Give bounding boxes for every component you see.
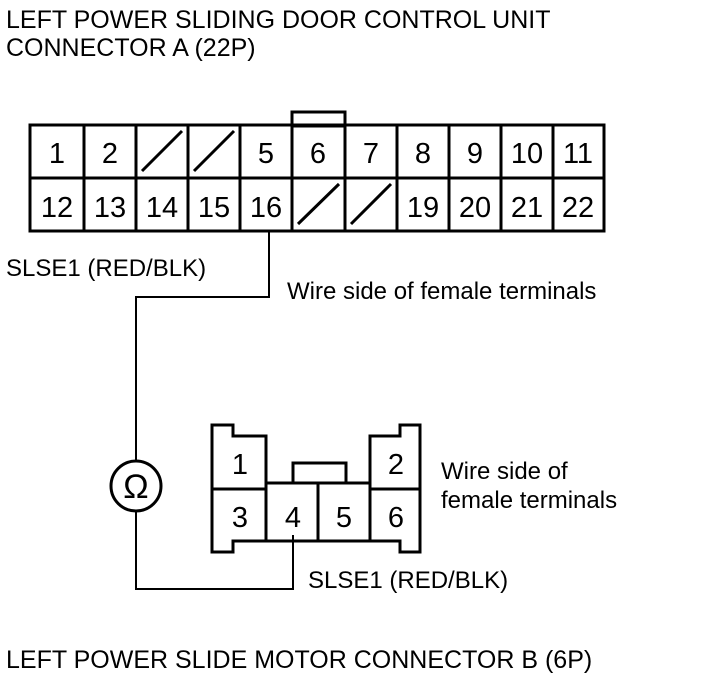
pin-21: 21	[511, 192, 543, 224]
pin-11: 11	[563, 138, 593, 170]
pin-14: 14	[146, 192, 178, 224]
connector-b-pin-4: 4	[285, 502, 301, 534]
pin-13: 13	[94, 192, 126, 224]
connector-b-probe-label: SLSE1 (RED/BLK)	[308, 567, 508, 594]
connector-a-side-label: Wire side of female terminals	[287, 278, 596, 305]
pin-2: 2	[102, 138, 118, 170]
connector-a-probe-label: SLSE1 (RED/BLK)	[6, 255, 206, 282]
connector-b-pin-1: 1	[232, 449, 248, 481]
pin-22: 22	[562, 192, 594, 224]
pin-10: 10	[511, 138, 543, 170]
ohm-symbol: Ω	[123, 468, 148, 506]
connector-b-pin-6: 6	[388, 502, 404, 534]
pin-16: 16	[250, 192, 282, 224]
pin-6: 6	[310, 138, 326, 170]
connector-b-pin-2: 2	[388, 449, 404, 481]
connector-b-side-label-line2: female terminals	[441, 487, 617, 514]
connector-b: 1 2 3 4 5 6	[210, 423, 422, 554]
connector-b-title: LEFT POWER SLIDE MOTOR CONNECTOR B (6P)	[6, 646, 592, 674]
pin-12: 12	[41, 192, 73, 224]
connector-a-title-line1: LEFT POWER SLIDING DOOR CONTROL UNIT	[6, 6, 551, 34]
probe-wire-a	[135, 231, 270, 462]
empty-cavity-3	[140, 129, 184, 173]
empty-cavity-17	[296, 182, 341, 226]
pin-15: 15	[198, 192, 230, 224]
pin-9: 9	[467, 138, 483, 170]
pin-20: 20	[459, 192, 491, 224]
empty-cavity-18	[349, 182, 393, 226]
pin-8: 8	[415, 138, 431, 170]
pin-1: 1	[49, 138, 65, 170]
connector-a-title-line2: CONNECTOR A (22P)	[6, 34, 256, 62]
connector-b-pin-3: 3	[232, 502, 248, 534]
ohmmeter-circle	[109, 459, 163, 513]
connector-a: 1 2 5 6 7 8 9 10 11 12 13 14 15 16 19 20…	[28, 110, 606, 233]
ohmmeter: Ω	[109, 459, 163, 513]
pin-19: 19	[407, 192, 439, 224]
empty-cavity-4	[192, 129, 236, 173]
connector-b-lock-tab	[291, 461, 348, 485]
connector-b-pin-5: 5	[336, 502, 352, 534]
pin-7: 7	[363, 138, 379, 170]
connector-b-housing	[210, 423, 422, 554]
connector-b-side-label-line1: Wire side of	[441, 458, 568, 485]
probe-wire-b	[135, 511, 294, 590]
pin-5: 5	[258, 138, 274, 170]
